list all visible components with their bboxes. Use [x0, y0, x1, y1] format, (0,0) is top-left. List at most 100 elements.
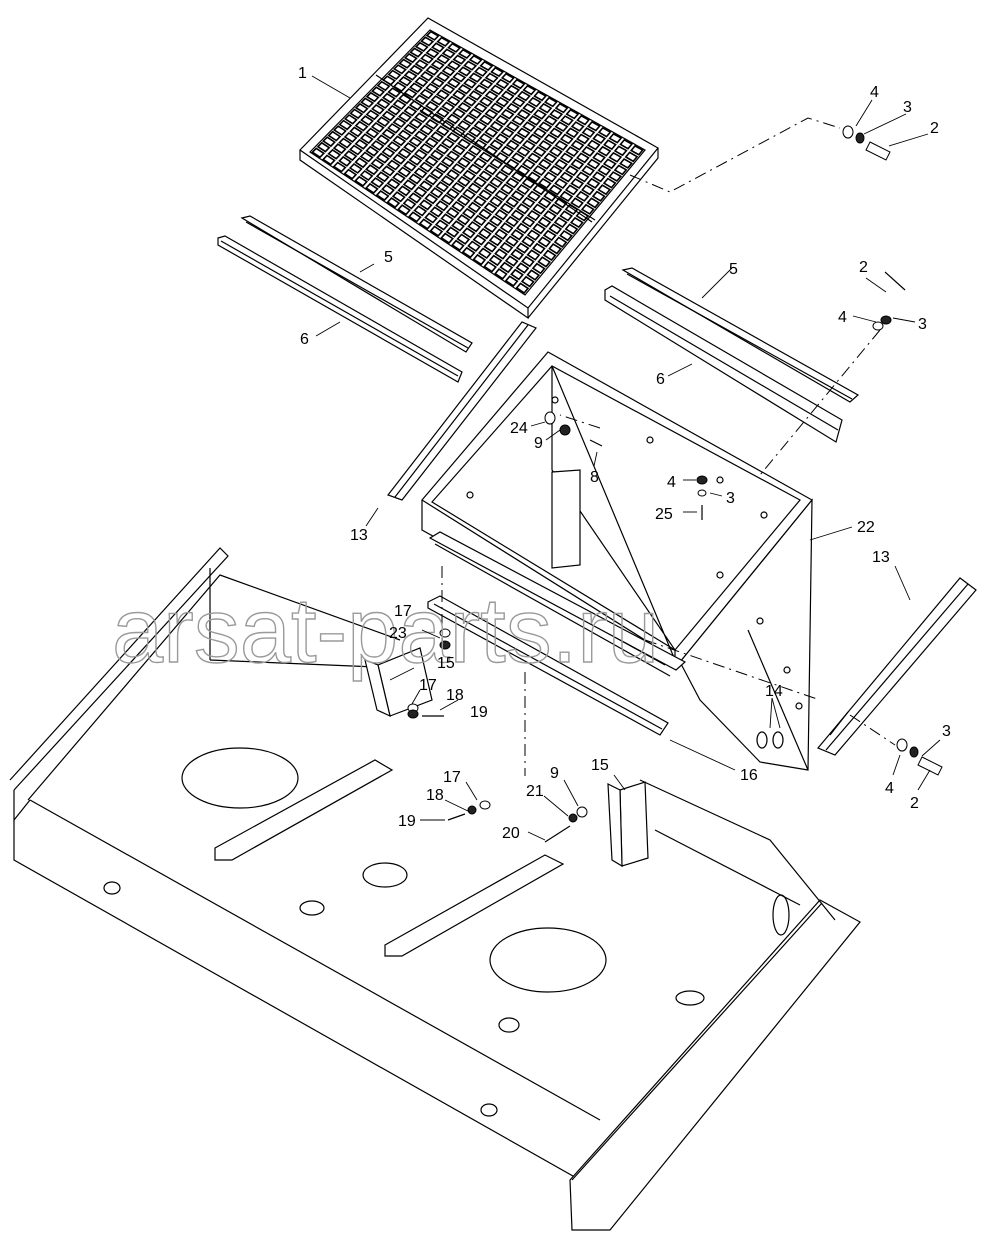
grille-cell [392, 172, 406, 184]
grille-cell [413, 186, 428, 198]
part-label-16: 16 [740, 767, 758, 784]
grille-cell [457, 101, 472, 113]
grille-cell [446, 95, 461, 107]
grille-cell [473, 157, 488, 169]
grille-cell [398, 75, 413, 87]
grille-cell [425, 65, 440, 76]
part-label-21: 21 [526, 783, 544, 800]
grille-cell [456, 233, 471, 245]
grille-cell [478, 170, 493, 182]
grille-cell [392, 99, 407, 110]
grille-cell [533, 90, 548, 102]
grille-cell [472, 195, 487, 207]
grille-cell [554, 177, 568, 190]
grille-cell [365, 164, 379, 176]
grille-cell [494, 248, 508, 260]
grille-cell [495, 133, 509, 145]
grille-cell [472, 214, 487, 227]
grille-cell [381, 184, 395, 196]
grille-cell [472, 253, 487, 266]
grille-cell [532, 203, 547, 215]
grille-cell [538, 139, 553, 151]
grille-cell [597, 164, 612, 176]
part-label-5: 5 [729, 261, 738, 278]
grille-cell [447, 42, 462, 53]
grille-cell [570, 121, 585, 132]
grille-cell [516, 108, 531, 120]
grille-cell [499, 202, 514, 215]
grille-cell [505, 139, 520, 151]
grille-cell [608, 151, 623, 163]
grille-cell [489, 139, 504, 151]
grille-cell [473, 120, 488, 132]
grille-cell [370, 140, 385, 151]
grille-cell [370, 158, 385, 170]
grille-cell [407, 211, 422, 223]
grille-cell [500, 90, 515, 102]
grille-cell [526, 229, 541, 241]
part-label-9: 9 [550, 765, 559, 782]
grille-cell [489, 102, 504, 114]
grille-cell [387, 104, 402, 116]
grille-cell [408, 192, 422, 204]
grille-cell [316, 141, 331, 153]
grille-cell [452, 72, 467, 83]
grille-cell [435, 89, 450, 100]
grille-cell [451, 239, 465, 252]
grille-cell [402, 179, 417, 191]
grille-cell [354, 120, 369, 132]
grille-cell [420, 36, 435, 47]
grille-cell [359, 133, 374, 145]
grille-cell [392, 81, 407, 93]
part-label-20: 20 [502, 825, 520, 842]
grille-cell [451, 181, 466, 194]
grille-cell [403, 105, 418, 117]
grille-cell [537, 197, 552, 209]
grille-cell [521, 196, 536, 209]
grille-cell [483, 260, 497, 273]
grille-cell [386, 178, 401, 190]
grille-cell [462, 151, 477, 162]
grille-cell [387, 122, 401, 134]
grille-cell [360, 97, 375, 108]
grille-cell [413, 167, 428, 179]
grille-cell [440, 137, 455, 149]
part-label-5: 5 [384, 249, 393, 266]
grille-cell [576, 133, 590, 145]
grille-cell [483, 202, 498, 214]
grille-cell [381, 110, 396, 122]
grille-cell [510, 229, 525, 241]
grille-cell [398, 58, 413, 69]
grille-cell [462, 96, 477, 107]
grille-cell [494, 170, 509, 182]
grille-cell [397, 166, 412, 178]
grille-cell [543, 133, 558, 145]
part-label-25: 25 [655, 506, 673, 523]
grille-cell [409, 47, 424, 58]
grille-cell [440, 156, 455, 168]
grille-cell [371, 86, 386, 97]
grille-cell [586, 139, 601, 151]
grille-cell [527, 96, 542, 108]
grille-cell [554, 158, 569, 170]
grille-cell [526, 190, 541, 202]
grille-cell [467, 201, 482, 213]
grille-cell [376, 98, 391, 110]
grille-cell [359, 151, 374, 163]
grille-cell [365, 145, 380, 157]
grille-cell [499, 261, 514, 274]
grille-cell [613, 164, 628, 176]
grille-cell [488, 234, 503, 247]
grille-cell [365, 109, 380, 121]
grille-cell [570, 139, 585, 151]
grille-cell [436, 36, 451, 47]
grille-cell [376, 116, 391, 128]
grille-cell [360, 115, 374, 126]
grille-cell [526, 209, 541, 222]
grille-cell [500, 72, 515, 84]
grille-cell [354, 175, 369, 187]
grille-cell [494, 228, 509, 240]
grille-cell [532, 146, 547, 158]
grille-cell [537, 236, 552, 248]
grille-cell [559, 171, 574, 183]
